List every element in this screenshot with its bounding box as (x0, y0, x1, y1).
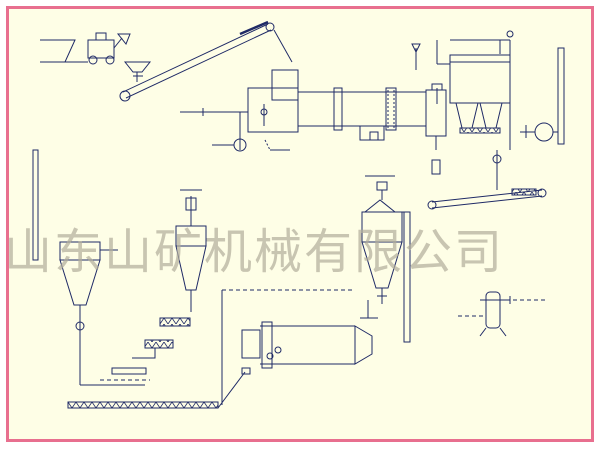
cyclone-separator-2 (175, 189, 207, 312)
dust-collector (411, 30, 514, 150)
loader-truck (40, 32, 131, 65)
induced-draft-fan (520, 47, 565, 145)
riser-pipe (403, 211, 411, 343)
screw-conveyor-stack (100, 317, 191, 381)
rotary-dryer-upper (298, 83, 447, 175)
cyclone-separator-1 (59, 241, 145, 386)
pressure-vessel (458, 291, 545, 337)
belt-conveyor-2 (427, 150, 547, 210)
hot-air-furnace (180, 69, 299, 152)
bottom-screw-conveyor (67, 289, 355, 409)
diagram-frame (6, 6, 594, 442)
storage-bin (32, 149, 39, 261)
inclined-belt-conveyor-1 (119, 20, 293, 102)
cyclone-separator-3 (361, 175, 410, 304)
rotary-dryer-lower (241, 300, 378, 375)
feed-hopper (123, 61, 152, 82)
